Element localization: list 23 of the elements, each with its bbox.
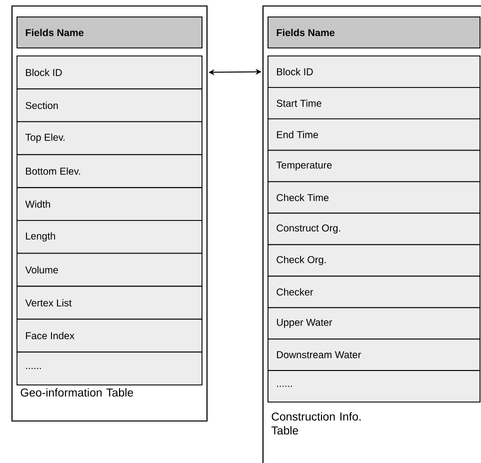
table-row: Temperature — [268, 150, 480, 182]
table-row: Block ID — [16, 55, 202, 90]
table-row: Checker — [268, 276, 480, 308]
table-row: Downstream Water — [268, 338, 480, 371]
table-row: Bottom Elev. — [16, 154, 202, 188]
table-row: ...... — [268, 370, 480, 402]
table-row: Vertex List — [16, 286, 202, 320]
table-row: Upper Water — [268, 307, 480, 340]
table-row: Volume — [16, 252, 202, 287]
header-cell: Fields Name — [268, 16, 480, 48]
table-row: End Time — [268, 118, 480, 151]
table-row: Section — [16, 88, 202, 122]
table-row: Start Time — [268, 86, 480, 120]
table-row: Construct Org. — [268, 212, 480, 246]
table-row: Check Org. — [268, 244, 480, 277]
header-cell: Fields Name — [16, 16, 202, 48]
table-row: Face Index — [16, 318, 202, 352]
table-row: ...... — [16, 352, 202, 386]
table-row: Width — [16, 187, 202, 221]
table-row: Length — [16, 220, 202, 254]
table-row: Top Elev. — [16, 121, 202, 156]
table-row: Block ID — [268, 55, 480, 88]
table-row: Check Time — [268, 181, 480, 214]
